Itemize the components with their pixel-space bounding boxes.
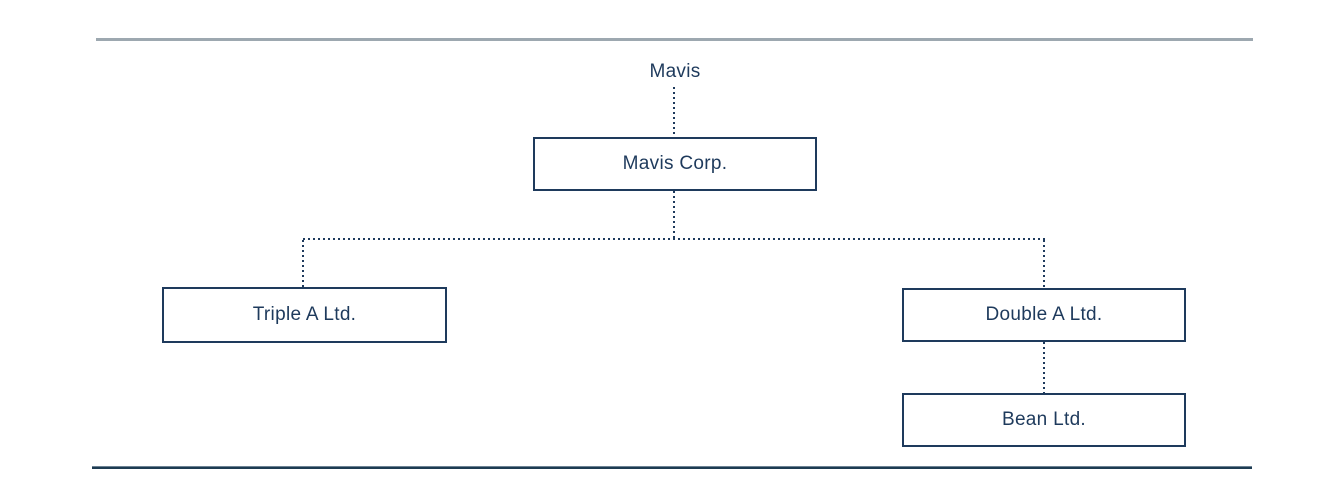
node-mavis-corp: Mavis Corp.	[533, 137, 817, 191]
connector-double-a-to-bean	[1043, 342, 1045, 393]
node-triple-a-ltd-label: Triple A Ltd.	[252, 304, 357, 325]
top-divider	[96, 38, 1253, 41]
connector-to-triple-a	[302, 240, 304, 287]
connector-branch-horizontal	[303, 238, 1045, 240]
node-triple-a-ltd: Triple A Ltd.	[162, 287, 447, 343]
node-double-a-ltd: Double A Ltd.	[902, 288, 1186, 342]
node-mavis-corp-label: Mavis Corp.	[622, 153, 728, 174]
node-double-a-ltd-label: Double A Ltd.	[985, 304, 1103, 325]
node-bean-ltd-label: Bean Ltd.	[1001, 409, 1087, 430]
root-owner-label: Mavis	[649, 61, 701, 82]
connector-mavis-corp-down	[673, 191, 675, 239]
bottom-divider	[92, 467, 1252, 469]
node-bean-ltd: Bean Ltd.	[902, 393, 1186, 447]
connector-to-double-a	[1043, 240, 1045, 288]
connector-mavis-to-mavis-corp	[673, 87, 675, 137]
